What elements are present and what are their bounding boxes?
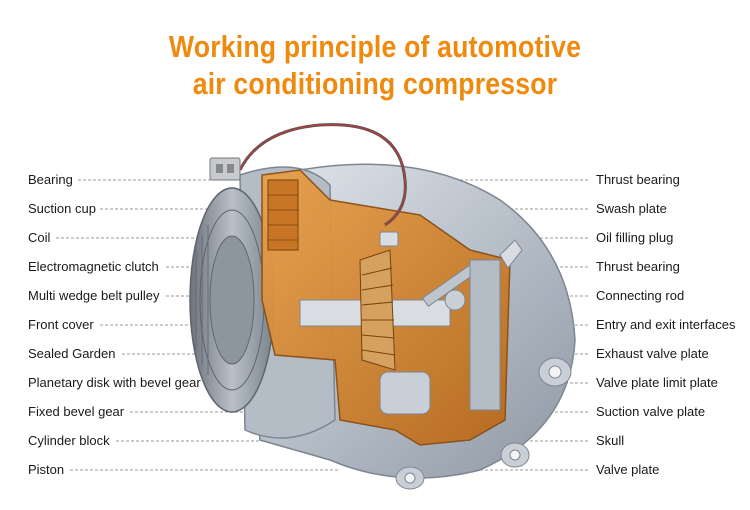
label-piston: Piston	[28, 462, 65, 477]
label-skull: Skull	[596, 433, 625, 448]
piston	[379, 371, 431, 415]
label-entry-exit-interfaces: Entry and exit interfaces	[596, 317, 736, 332]
label-exhaust-valve-plate: Exhaust valve plate	[596, 346, 709, 361]
label-valve-plate-limit: Valve plate limit plate	[596, 375, 718, 390]
label-thrust-bearing-2: Thrust bearing	[596, 259, 680, 274]
label-fixed-bevel-gear: Fixed bevel gear	[28, 404, 125, 419]
label-suction-valve-plate: Suction valve plate	[596, 404, 706, 419]
label-planetary-disk: Planetary disk with bevel gear	[28, 375, 201, 390]
bevel-gear	[359, 249, 396, 371]
diagram-title-line-1: Working principle of automotive	[168, 29, 582, 64]
label-suction-cup: Suction cup	[28, 201, 96, 216]
label-sealed-garden: Sealed Garden	[28, 346, 116, 361]
wire-connector	[209, 157, 241, 181]
label-front-cover: Front cover	[28, 317, 94, 332]
diagram-title-line-2: air conditioning compressor	[192, 66, 558, 101]
label-belt-pulley: Multi wedge belt pulley	[28, 288, 160, 303]
label-coil: Coil	[28, 230, 51, 245]
oil-plug	[379, 231, 399, 247]
label-bearing: Bearing	[28, 172, 73, 187]
service-port	[499, 239, 523, 269]
label-valve-plate: Valve plate	[596, 462, 660, 477]
label-electromagnetic-clutch: Electromagnetic clutch	[28, 259, 159, 274]
valve-plate	[444, 289, 466, 311]
cylinder-block	[469, 259, 501, 411]
label-connecting-rod: Connecting rod	[596, 288, 685, 303]
clutch-coil	[267, 179, 299, 251]
label-oil-filling-plug: Oil filling plug	[596, 230, 674, 245]
label-cylinder-block: Cylinder block	[28, 433, 110, 448]
label-swash-plate: Swash plate	[596, 201, 667, 216]
label-thrust-bearing-1: Thrust bearing	[596, 172, 680, 187]
